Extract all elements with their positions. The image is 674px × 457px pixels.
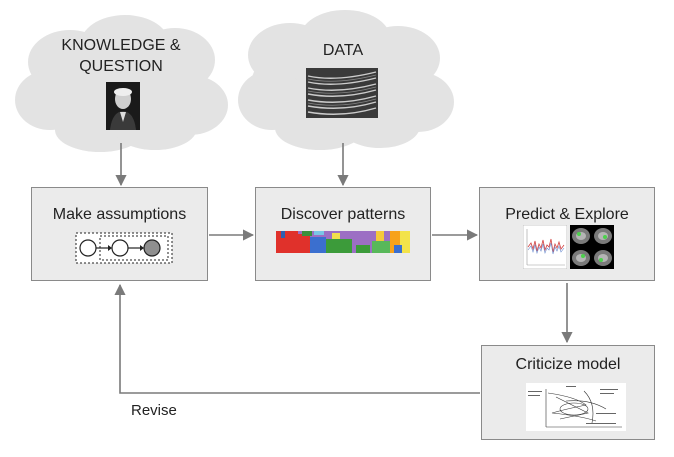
knowledge-line-2: QUESTION — [79, 58, 163, 75]
discover-patterns-box: Discover patterns — [255, 187, 431, 281]
portrait-photo — [106, 82, 140, 130]
graphical-model-icon — [75, 232, 173, 264]
make-assumptions-title: Make assumptions — [52, 206, 187, 223]
knowledge-cloud — [15, 15, 228, 152]
make-assumptions-box: Make assumptions — [31, 187, 208, 281]
predict-explore-title: Predict & Explore — [505, 206, 629, 223]
data-cloud-label: DATA — [322, 42, 364, 59]
arrow-revise — [114, 283, 480, 394]
time-series-plot — [523, 225, 567, 269]
predict-explore-box: Predict & Explore — [479, 187, 655, 281]
discover-patterns-title: Discover patterns — [280, 206, 406, 223]
knowledge-cloud-label: KNOWLEDGE & QUESTION — [40, 35, 202, 77]
model-criticism-sketch — [526, 383, 626, 431]
stacked-bar-pattern — [276, 231, 410, 253]
knowledge-line-1: KNOWLEDGE & — [61, 37, 181, 54]
revise-label: Revise — [131, 402, 177, 419]
criticize-model-title: Criticize model — [515, 356, 621, 373]
newspaper-stack-photo — [306, 68, 378, 118]
criticize-model-box: Criticize model — [481, 345, 655, 440]
brain-scan-images — [570, 225, 614, 269]
